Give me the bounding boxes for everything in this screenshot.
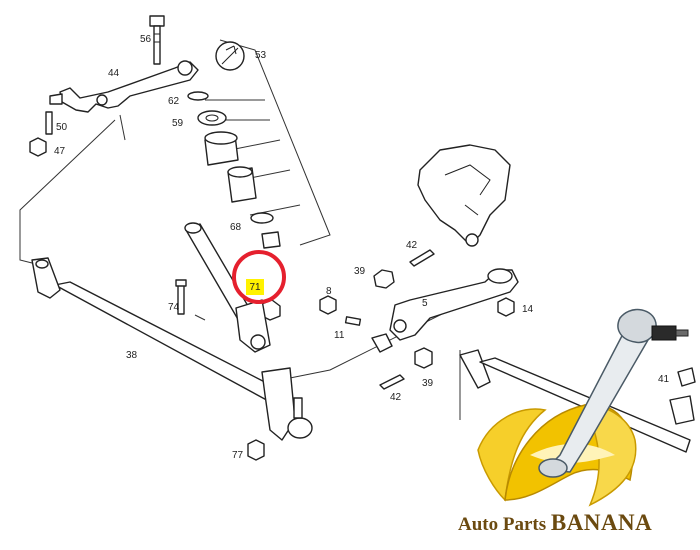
callout-8: 8 [326, 286, 332, 297]
callout-56: 56 [140, 34, 152, 45]
tie-rod-part [31, 257, 313, 441]
callout-42-top: 42 [406, 240, 418, 251]
watermark-brand-text: Auto Parts BANANA [458, 510, 652, 536]
nuts-part [247, 269, 515, 461]
callout-41: 41 [658, 374, 670, 385]
watermark-text-small: Auto Parts [458, 514, 551, 535]
callout-59: 59 [172, 118, 184, 129]
callout-74: 74 [168, 302, 180, 313]
cotter-pin-part [379, 249, 435, 390]
callout-44: 44 [108, 68, 120, 79]
ball-joint-part [371, 333, 393, 353]
washer-stack-part [187, 91, 281, 249]
callout-38: 38 [126, 350, 138, 361]
callout-39-top: 39 [354, 266, 366, 277]
callout-53: 53 [255, 50, 267, 61]
stud-part [344, 316, 362, 326]
highlight-ring [232, 250, 286, 304]
callout-42-bottom: 42 [390, 392, 402, 403]
pitman-arm-part [49, 60, 199, 113]
callout-62: 62 [168, 96, 180, 107]
callout-14: 14 [522, 304, 534, 315]
callout-labels: 56 53 44 62 59 50 47 68 42 39 8 5 14 74 … [54, 34, 670, 461]
banana-logo-icon [477, 308, 689, 507]
callout-77: 77 [232, 450, 244, 461]
callout-5: 5 [422, 298, 428, 309]
callout-47: 47 [54, 146, 66, 157]
callout-71-highlighted: 71 [246, 279, 264, 295]
bolt-56-part [149, 15, 165, 65]
wrench-symbol [215, 41, 245, 71]
callout-50: 50 [56, 122, 68, 133]
bolt-50-part [29, 111, 53, 157]
relay-arm-part [389, 268, 519, 341]
drag-link-part [175, 222, 271, 353]
callout-11: 11 [334, 330, 345, 341]
idler-bracket-part [417, 144, 511, 247]
watermark-text-big: BANANA [550, 510, 653, 535]
callout-68: 68 [230, 222, 242, 233]
callout-39-bottom: 39 [422, 378, 434, 389]
